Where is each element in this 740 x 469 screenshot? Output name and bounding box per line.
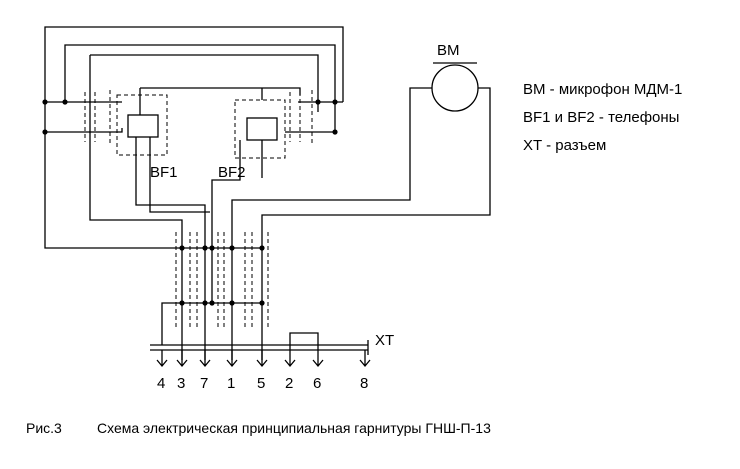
shield-right — [289, 90, 313, 145]
legend-item: BF1 и BF2 - телефоны — [523, 109, 679, 126]
outer-wires — [44, 26, 344, 360]
shield-left — [84, 90, 111, 145]
figure-caption: Схема электрическая принципиальная гарни… — [97, 420, 491, 436]
pin-leads — [156, 345, 371, 368]
bm-label: BM — [437, 42, 460, 59]
bm-microphone — [231, 62, 491, 248]
pin-number: 4 — [157, 375, 165, 392]
legend: BM - микрофон МДМ-1 BF1 и BF2 - телефоны… — [523, 81, 682, 154]
pin-number: 3 — [177, 375, 185, 392]
pin-number: 5 — [257, 375, 265, 392]
junctions-top — [42, 99, 338, 135]
figure-number: Рис.3 — [26, 420, 62, 436]
xt-label: XT — [375, 332, 394, 349]
bf2-label: BF2 — [218, 164, 246, 181]
cable-bundle — [175, 232, 269, 360]
bf1-earphone — [116, 87, 301, 205]
bf1-label: BF1 — [150, 164, 178, 181]
junctions-bundle — [179, 245, 265, 306]
pin-number: 7 — [200, 375, 208, 392]
pin-number: 8 — [360, 375, 368, 392]
bf2-earphone — [234, 88, 286, 178]
legend-item: BM - микрофон МДМ-1 — [523, 81, 682, 98]
pin-number: 1 — [227, 375, 235, 392]
xt-connector — [150, 312, 369, 355]
pin-numbers: 4 3 7 1 5 2 6 8 — [157, 375, 368, 392]
pin-number: 2 — [285, 375, 293, 392]
headphone-down-wires — [135, 175, 241, 248]
pin-number: 6 — [313, 375, 321, 392]
legend-item: XT - разъем — [523, 137, 606, 154]
